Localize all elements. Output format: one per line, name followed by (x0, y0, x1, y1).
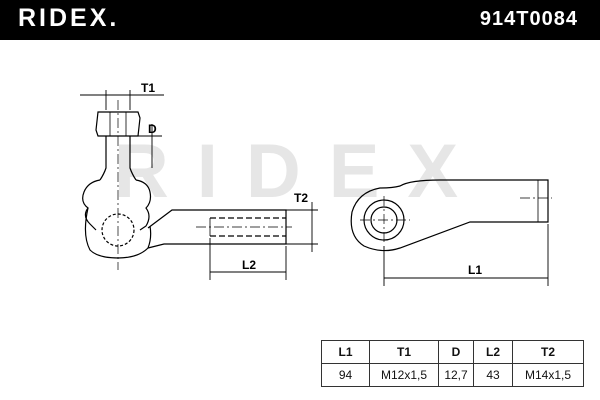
header-bar: RIDEX. 914T0084 (0, 0, 600, 40)
spec-header-row: L1 T1 D L2 T2 (321, 340, 584, 364)
ball-joint (101, 213, 135, 247)
spec-header-t1: T1 (369, 340, 439, 364)
threaded-stud (99, 136, 137, 181)
eye-outline (350, 179, 549, 252)
left-dimensions (80, 90, 318, 280)
spec-value-t1: M12x1,5 (369, 363, 439, 387)
tie-rod-arm (147, 209, 287, 249)
dimension-label-l2: L2 (242, 258, 256, 272)
spec-header-l2: L2 (473, 340, 513, 364)
spec-table: L1 T1 D L2 T2 94 M12x1,5 12,7 43 M14x1,5 (321, 340, 584, 387)
spec-value-row: 94 M12x1,5 12,7 43 M14x1,5 (321, 363, 584, 387)
watermark-text: RIDEX (114, 137, 486, 207)
spec-value-l1: 94 (321, 363, 370, 387)
dimension-label-d: D (148, 122, 157, 136)
right-view (350, 179, 552, 252)
spec-value-d: 12,7 (438, 363, 474, 387)
dimension-label-l1: L1 (468, 263, 482, 277)
left-view (82, 100, 292, 270)
dimension-label-t2: T2 (294, 191, 308, 205)
spec-value-t2: M14x1,5 (512, 363, 584, 387)
spec-value-l2: 43 (473, 363, 513, 387)
watermark: RIDEX (114, 137, 486, 207)
dimension-label-t1: T1 (141, 81, 155, 95)
spec-header-l1: L1 (321, 340, 370, 364)
part-number: 914T0084 (479, 8, 578, 30)
spec-header-d: D (438, 340, 474, 364)
brand-logo: RIDEX. (18, 4, 120, 32)
spec-header-t2: T2 (512, 340, 584, 364)
technical-drawing: T1 D T2 L2 L1 (80, 81, 552, 286)
dust-boot (82, 179, 152, 231)
right-dimensions (383, 224, 549, 286)
